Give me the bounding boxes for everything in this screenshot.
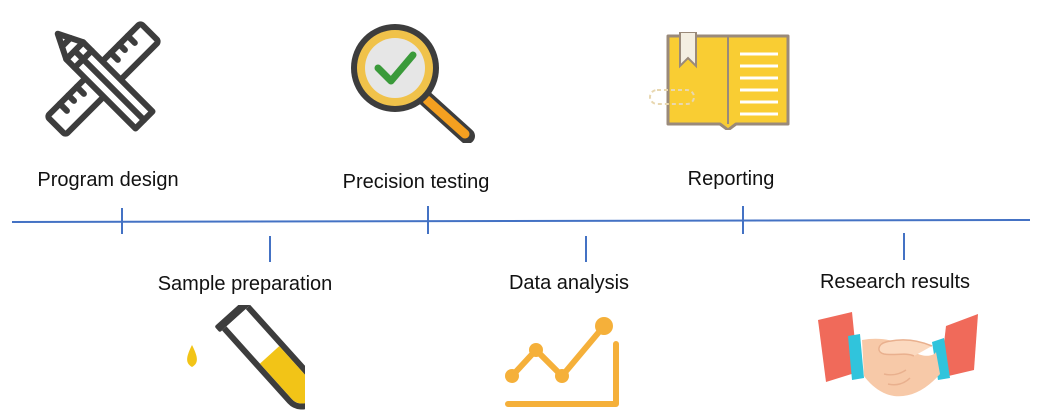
label-sample-preparation: Sample preparation bbox=[157, 273, 333, 295]
label-research-results: Research results bbox=[819, 271, 971, 293]
label-program-design: Program design bbox=[37, 169, 179, 191]
pencil-ruler-icon bbox=[45, 21, 161, 137]
label-precision-testing: Precision testing bbox=[342, 171, 490, 193]
notebook-icon bbox=[649, 32, 790, 130]
magnifier-check-icon bbox=[351, 24, 475, 143]
test-tube-icon bbox=[187, 305, 305, 410]
label-data-analysis: Data analysis bbox=[508, 272, 630, 294]
handshake-icon bbox=[818, 312, 978, 397]
label-reporting: Reporting bbox=[687, 168, 775, 190]
line-chart-icon bbox=[505, 317, 619, 407]
